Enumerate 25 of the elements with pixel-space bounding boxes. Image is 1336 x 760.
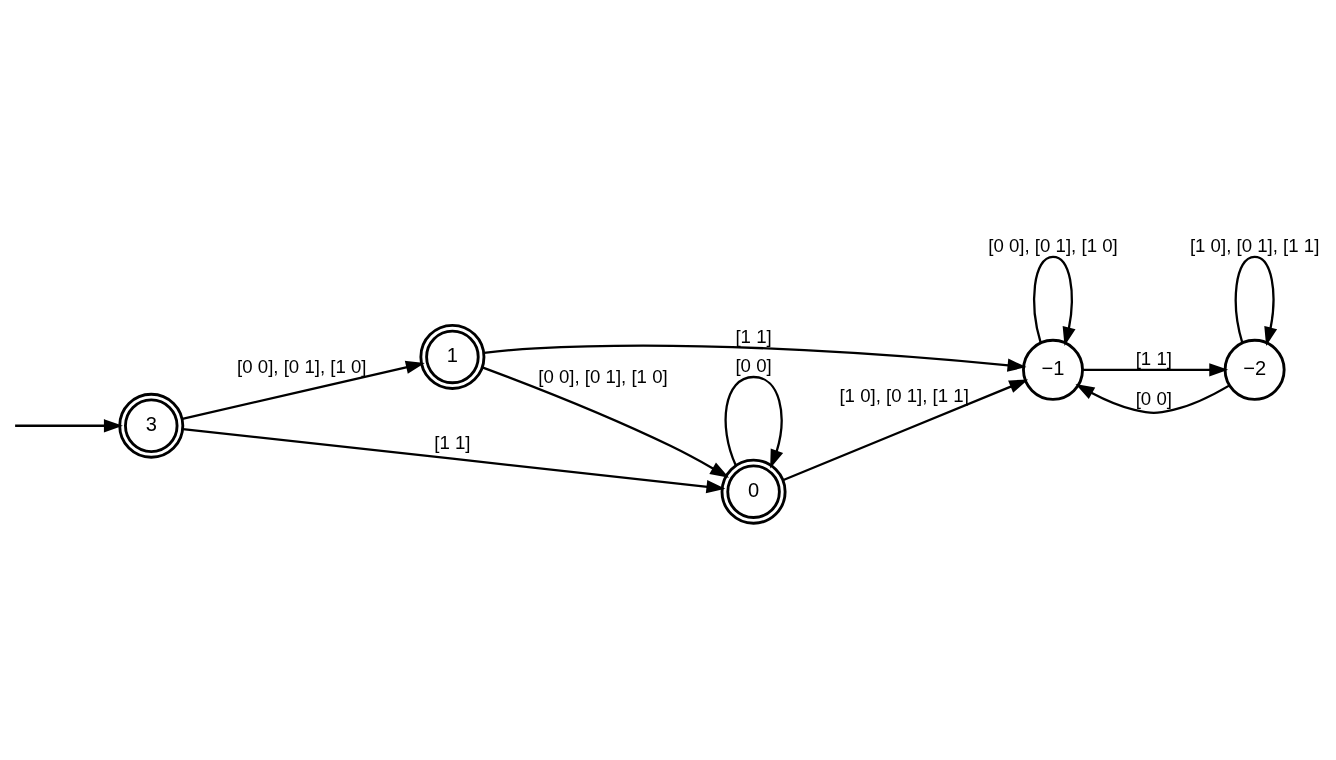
arrow [783, 379, 1029, 482]
arrow [1033, 255, 1076, 346]
arrow [182, 427, 726, 494]
node-circle: 1 [419, 323, 486, 390]
edge-label: [1 1] [434, 432, 471, 454]
arrow [1082, 363, 1229, 377]
edge-label: [0 0] [735, 354, 772, 376]
arrow [15, 419, 123, 433]
node-circle: −1 [1022, 338, 1084, 401]
edge-label: [1 0], [0 1], [1 1] [1189, 234, 1320, 256]
arrow [724, 375, 784, 469]
edge-label: [0 0], [0 1], [1 0] [237, 356, 367, 378]
arrow [481, 366, 730, 478]
node-circle: 3 [118, 392, 185, 459]
arrow [1234, 255, 1278, 346]
arrow [483, 344, 1027, 372]
arrow [1075, 383, 1230, 415]
arrow [182, 360, 425, 420]
edge-label: [1 1] [1135, 347, 1172, 369]
edge-label: [0 0], [0 1], [1 0] [538, 366, 668, 388]
edge-label: [0 0] [1135, 387, 1172, 409]
edge-label: [1 1] [735, 326, 772, 348]
node-circle: 0 [720, 458, 787, 525]
edge-label: [0 0], [0 1], [1 0] [988, 234, 1118, 256]
node-circle: −2 [1223, 338, 1286, 401]
